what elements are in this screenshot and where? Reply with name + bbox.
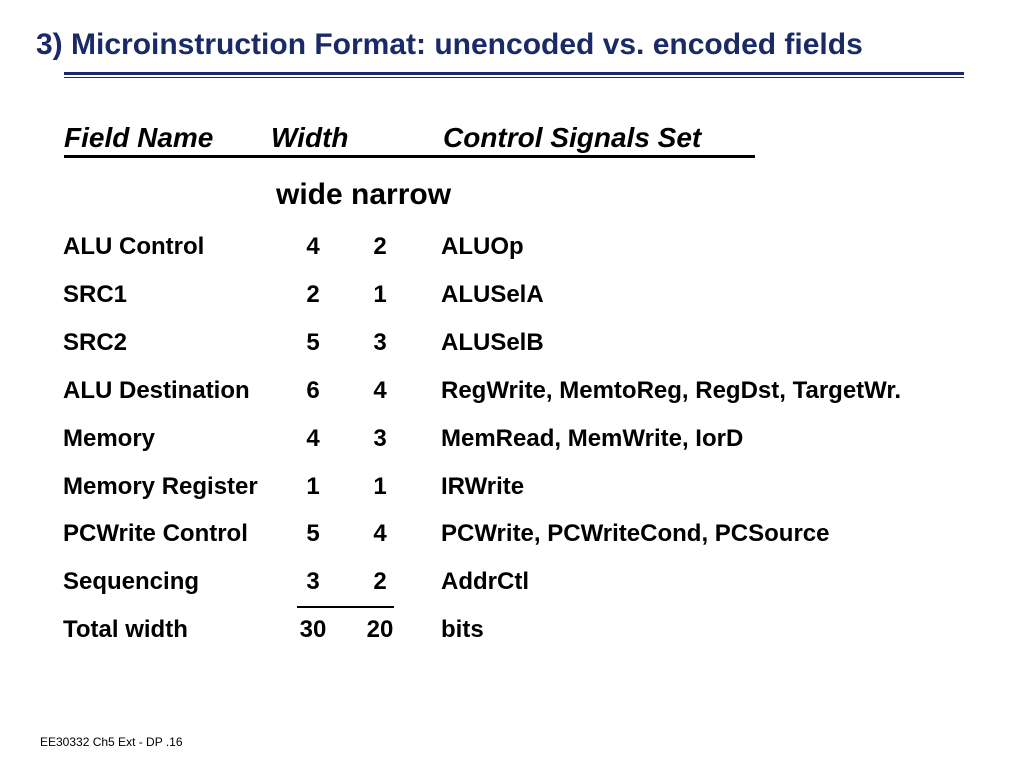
- control-signals: ALUOp: [441, 233, 524, 260]
- narrow-width: 2: [373, 568, 387, 595]
- header-width: Width: [271, 122, 349, 153]
- table-row: SRC1 2 1 ALUSelA: [0, 281, 1024, 315]
- field-name: ALU Destination: [63, 377, 250, 404]
- wide-width: 2: [306, 281, 320, 308]
- field-name: SRC2: [63, 329, 128, 356]
- wide-width: 4: [306, 425, 320, 452]
- narrow-width: 2: [373, 233, 387, 260]
- sum-divider: [297, 606, 394, 608]
- total-row: Total width 30 20 bits: [0, 616, 1024, 650]
- table-row: Sequencing 3 2 AddrCtl: [0, 568, 1024, 602]
- control-signals: ALUSelB: [441, 329, 544, 356]
- title-rule: [64, 72, 964, 75]
- table-row: SRC2 5 3 ALUSelB: [0, 329, 1024, 363]
- slide-footer: EE30332 Ch5 Ext - DP .16: [40, 735, 183, 749]
- field-name: ALU Control: [63, 233, 205, 260]
- total-unit: bits: [441, 616, 484, 643]
- slide-title: 3) Microinstruction Format: unencoded vs…: [36, 28, 863, 61]
- header-control-signals: Control Signals Set: [443, 122, 702, 153]
- header-underline: [64, 155, 755, 158]
- total-label: Total width: [63, 616, 188, 643]
- control-signals: RegWrite, MemtoReg, RegDst, TargetWr.: [441, 377, 902, 404]
- field-name: Memory Register: [63, 473, 258, 500]
- table-row: Memory 4 3 MemRead, MemWrite, IorD: [0, 425, 1024, 459]
- total-wide: 30: [299, 616, 327, 643]
- narrow-width: 1: [373, 473, 387, 500]
- narrow-width: 1: [373, 281, 387, 308]
- wide-width: 5: [306, 520, 320, 547]
- field-name: Sequencing: [63, 568, 200, 595]
- control-signals: MemRead, MemWrite, IorD: [441, 425, 744, 452]
- width-subheader: wide narrow: [276, 178, 452, 211]
- wide-width: 6: [306, 377, 320, 404]
- total-narrow: 20: [366, 616, 394, 643]
- field-name: SRC1: [63, 281, 128, 308]
- narrow-width: 4: [373, 377, 387, 404]
- table-row: Memory Register 1 1 IRWrite: [0, 473, 1024, 507]
- control-signals: IRWrite: [441, 473, 525, 500]
- control-signals: ALUSelA: [441, 281, 544, 308]
- control-signals: AddrCtl: [441, 568, 529, 595]
- narrow-width: 4: [373, 520, 387, 547]
- narrow-width: 3: [373, 329, 387, 356]
- wide-width: 1: [306, 473, 320, 500]
- control-signals: PCWrite, PCWriteCond, PCSource: [441, 520, 830, 547]
- table-row: ALU Destination 6 4 RegWrite, MemtoReg, …: [0, 377, 1024, 411]
- narrow-width: 3: [373, 425, 387, 452]
- wide-width: 5: [306, 329, 320, 356]
- wide-width: 4: [306, 233, 320, 260]
- table-row: PCWrite Control 5 4 PCWrite, PCWriteCond…: [0, 520, 1024, 554]
- field-name: PCWrite Control: [63, 520, 248, 547]
- wide-width: 3: [306, 568, 320, 595]
- table-row: ALU Control 4 2 ALUOp: [0, 233, 1024, 267]
- header-field-name: Field Name: [64, 122, 214, 153]
- title-rule-thin: [64, 77, 964, 78]
- field-name: Memory: [63, 425, 156, 452]
